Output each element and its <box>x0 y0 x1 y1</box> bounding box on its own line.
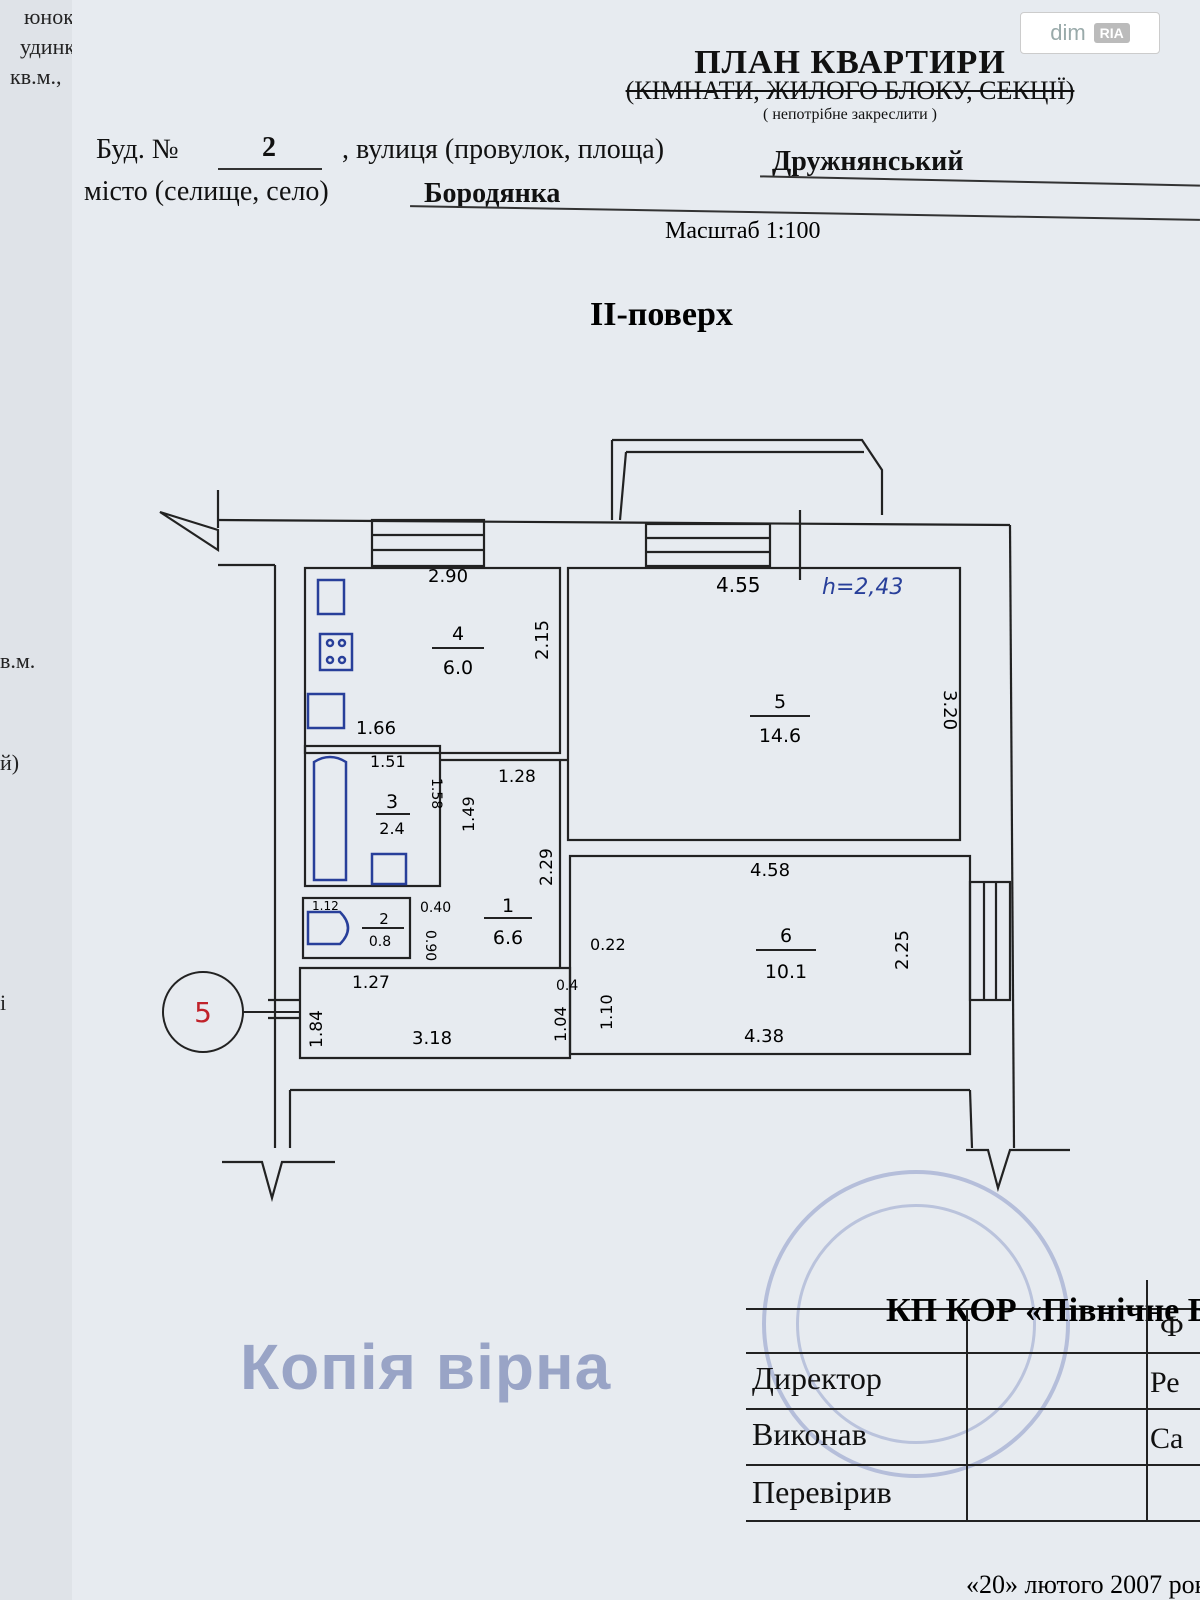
wall-break-bottom-left <box>222 1160 335 1203</box>
building-underline <box>218 168 322 170</box>
street-label: , вулиця (провулок, площа) <box>342 134 665 165</box>
logo-brand: RIA <box>1093 23 1130 43</box>
toilet-icon <box>306 910 350 946</box>
room-number: 1 <box>502 895 514 917</box>
room-labels: 4 6.0 5 14.6 3 2.4 2 0.8 1 6.6 6 10.1 <box>362 623 816 983</box>
document-note: ( непотрібне закреслити ) <box>762 106 937 123</box>
title-block-table: КП КОР «Північне БТ Директор Виконав Пер… <box>746 1280 1200 1600</box>
dim-label: 1.58 <box>428 778 444 809</box>
apartment-marker: 5 <box>162 971 300 1053</box>
left-fragment: в.м. <box>0 648 36 673</box>
building-number: 2 <box>262 132 276 163</box>
dim-label: 1.12 <box>312 899 339 913</box>
official-seal <box>762 1170 1070 1478</box>
right-cell: Ф <box>1160 1310 1184 1343</box>
room-4-walls <box>303 566 562 755</box>
plan-walls <box>159 438 1070 1203</box>
dim-ria-logo[interactable]: dim RIA <box>1020 12 1160 54</box>
certified-copy-stamp: Копія вірна <box>240 1331 612 1403</box>
left-fragment: й) <box>0 750 20 775</box>
dim-label: 2.29 <box>537 848 557 886</box>
document-date: «20» лютого 2007 року <box>966 1570 1200 1599</box>
dim-label: 1.04 <box>551 1006 570 1042</box>
bathtub-icon <box>312 755 348 882</box>
room-number: 2 <box>379 910 389 928</box>
building-label: Буд. № <box>96 134 179 165</box>
dim-label: 1.49 <box>459 796 478 832</box>
apartment-number: 5 <box>194 996 212 1029</box>
wall-break-bottom-right <box>966 1148 1070 1192</box>
room-number: 3 <box>386 791 398 813</box>
dim-label: 1.10 <box>597 994 616 1030</box>
room-2-walls <box>301 896 412 960</box>
balcony <box>612 438 884 515</box>
executor-label: Виконав <box>752 1416 867 1452</box>
room-number: 6 <box>780 925 792 947</box>
organization-name: КП КОР «Північне БТ <box>886 1292 1200 1329</box>
dim-label: 1.28 <box>498 767 536 787</box>
dim-label: 3.18 <box>412 1028 452 1049</box>
stove-icon <box>318 632 354 672</box>
dim-label: 2.90 <box>428 566 468 587</box>
wall-break-top-left <box>159 510 220 553</box>
room-number: 4 <box>452 623 464 645</box>
sink-icon <box>316 578 346 616</box>
dim-label: 4.38 <box>744 1026 784 1047</box>
dim-label: 0.40 <box>420 900 451 916</box>
document-title: ПЛАН КВАРТИРИ <box>694 44 1006 81</box>
ceiling-height-note: h=2,43 <box>822 575 903 600</box>
fridge-icon <box>306 692 346 730</box>
dim-label: 1.84 <box>307 1010 327 1048</box>
city-label: місто (селище, село) <box>84 176 329 207</box>
city-value: Бородянка <box>424 178 561 209</box>
right-cell: Ре <box>1150 1366 1180 1399</box>
room-area: 14.6 <box>759 725 801 747</box>
document-subtitle: (КІМНАТИ, ЖИЛОГО БЛОКУ, СЕКЦІЇ) <box>625 76 1075 105</box>
left-fragment: кв.м., <box>10 64 62 89</box>
logo-site: dim <box>1050 20 1086 45</box>
right-cell: Са <box>1150 1422 1184 1455</box>
dim-label: 4.55 <box>716 573 761 597</box>
fixtures <box>306 578 408 946</box>
dim-label: 2.25 <box>892 930 913 970</box>
room-5-walls <box>566 566 962 842</box>
room-1-walls <box>298 966 572 1060</box>
room-area: 0.8 <box>369 934 391 950</box>
dim-label: 0.4 <box>556 978 578 994</box>
dim-label: 1.51 <box>370 752 406 771</box>
dim-label: 2.15 <box>532 620 553 660</box>
dim-label: 3.20 <box>939 690 960 730</box>
room-area: 6.6 <box>493 927 523 949</box>
room-area: 10.1 <box>765 961 807 983</box>
left-fragment: юнок, <box>24 4 80 29</box>
scale-label: Масштаб 1:100 <box>665 218 821 244</box>
left-fragment: і <box>0 990 7 1015</box>
floor-label: II-поверх <box>590 296 733 333</box>
checked-label: Перевірив <box>752 1474 892 1510</box>
room-number: 5 <box>774 691 786 713</box>
dim-label: 4.58 <box>750 860 790 881</box>
washbasin-icon <box>370 852 408 886</box>
director-label: Директор <box>752 1360 882 1396</box>
room-area: 6.0 <box>443 657 473 679</box>
dim-label: 1.27 <box>352 973 390 993</box>
dim-label: 1.66 <box>356 718 396 739</box>
room-area: 2.4 <box>379 819 404 838</box>
dim-label: 0.22 <box>590 935 626 954</box>
dim-label: 0.90 <box>422 930 438 961</box>
room-3-walls <box>303 744 442 888</box>
street-value: Дружнянський <box>772 146 964 177</box>
